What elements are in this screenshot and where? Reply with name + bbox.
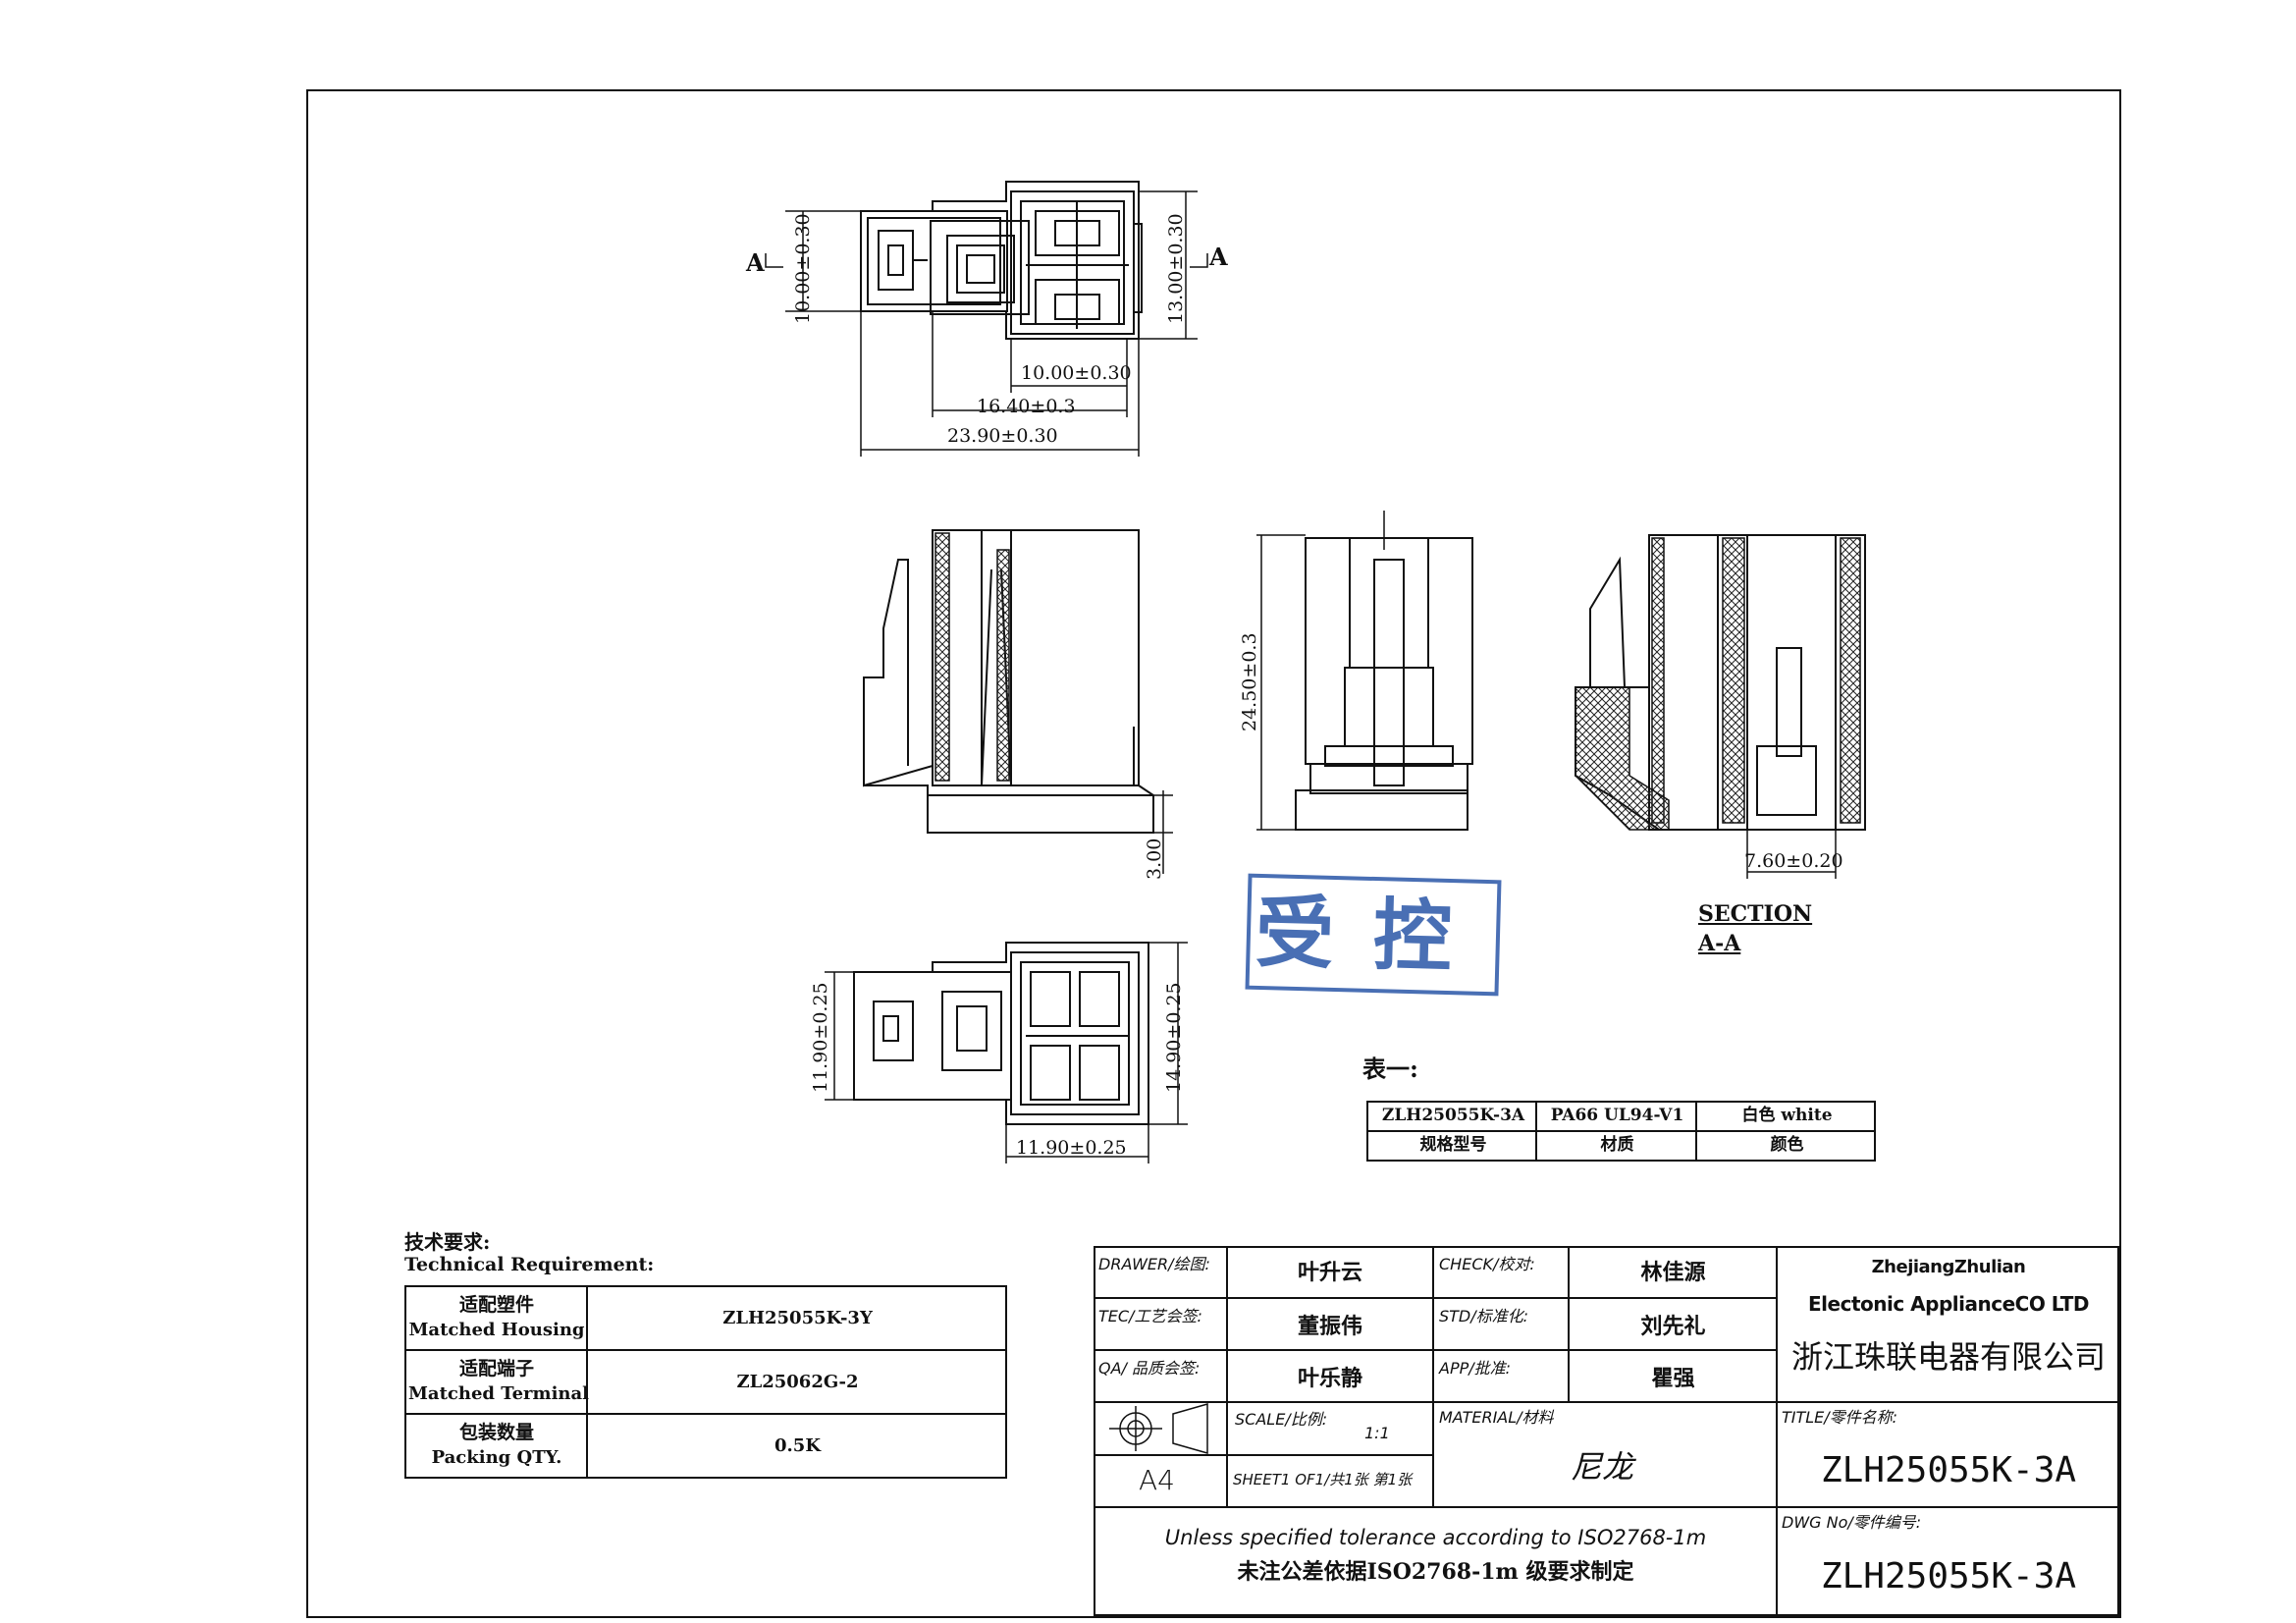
tech-req-value: 0.5K — [774, 1435, 821, 1456]
table-one-part-header: 规格型号 — [1419, 1135, 1487, 1155]
dim-23-90: 23.90±0.30 — [947, 425, 1058, 447]
material-label: MATERIAL/材料 — [1439, 1408, 1554, 1427]
dim-10-width: 10.00±0.30 — [1021, 362, 1132, 384]
material-value: 尼龙 — [1571, 1448, 1634, 1486]
sheet-border — [306, 89, 2121, 1618]
tech-req-label-cn: 包装数量 — [458, 1422, 534, 1443]
controlled-stamp: 受控 — [1245, 873, 1502, 997]
dim-7-60: 7.60±0.20 — [1744, 850, 1843, 872]
side-view-dimensions — [1139, 511, 1385, 874]
dwg-value: ZLH25055K-3A — [1820, 1556, 2077, 1596]
tec-label: TEC/工艺会签: — [1098, 1307, 1202, 1325]
tech-req-label-en: Packing QTY. — [431, 1447, 562, 1468]
tech-req-title-en: Technical Requirement: — [404, 1254, 655, 1275]
section-marker-left: A — [746, 248, 765, 277]
table-one-grid — [1366, 1101, 1876, 1162]
tolerance-note-en: Unless specified tolerance according to … — [1164, 1526, 1707, 1549]
dim-13-height: 13.00±0.30 — [1165, 213, 1187, 324]
bottom-view — [853, 942, 1149, 1125]
check-label: CHECK/校对: — [1439, 1255, 1535, 1273]
title-label: TITLE/零件名称: — [1782, 1408, 1898, 1427]
tech-req-label-en: Matched Housing — [408, 1320, 585, 1340]
dim-16-40: 16.40±0.3 — [977, 396, 1076, 417]
projection-symbol — [1109, 1403, 1208, 1454]
bottom-view-dimensions — [825, 942, 1188, 1163]
scale-label: SCALE/比例: — [1235, 1410, 1328, 1429]
top-view — [860, 181, 1143, 340]
table-one-material-header: 材质 — [1600, 1135, 1634, 1155]
company-name-en-2: Electonic ApplianceCO LTD — [1808, 1292, 2089, 1316]
tech-req-label-cn: 适配塑件 — [458, 1294, 534, 1316]
drawer-value: 叶升云 — [1297, 1260, 1362, 1285]
tech-req-label-cn: 适配端子 — [458, 1358, 534, 1380]
tolerance-note-cn: 未注公差依据ISO2768-1m 级要求制定 — [1237, 1559, 1634, 1585]
scale-value: 1:1 — [1364, 1424, 1390, 1442]
qa-label: QA/ 品质会签: — [1098, 1359, 1201, 1378]
sheet-size: A4 — [1139, 1464, 1175, 1496]
tech-req-title-cn: 技术要求: — [404, 1230, 491, 1254]
sheet-label: SHEET1 OF1/共1张 第1张 — [1233, 1471, 1413, 1488]
section-title-line2: A-A — [1698, 931, 1741, 956]
table-one-color: 白色 white — [1741, 1106, 1833, 1125]
tech-req-grid — [404, 1285, 1007, 1479]
dim-14-90-height: 14.90±0.25 — [1163, 982, 1185, 1093]
title-block-grid — [1094, 1246, 2119, 1616]
tech-req-label-en: Matched Terminal — [408, 1383, 589, 1404]
section-title-line1: SECTION — [1698, 901, 1813, 927]
side-view — [1295, 537, 1473, 831]
tech-req-value: ZLH25055K-3Y — [722, 1308, 873, 1328]
app-label: APP/批准: — [1439, 1359, 1512, 1378]
company-name-en-1: ZhejiangZhulian — [1871, 1257, 2026, 1277]
qa-value: 叶乐静 — [1297, 1366, 1362, 1391]
section-view-dimensions — [1746, 830, 1837, 879]
table-one-color-header: 颜色 — [1770, 1135, 1804, 1155]
tec-value: 董振伟 — [1297, 1314, 1362, 1339]
front-view — [863, 529, 1154, 834]
dwg-label: DWG No/零件编号: — [1782, 1513, 1922, 1532]
title-value: ZLH25055K-3A — [1820, 1450, 2077, 1490]
company-name-cn: 浙江珠联电器有限公司 — [1790, 1338, 2106, 1376]
dim-11-90-width: 11.90±0.25 — [1016, 1137, 1127, 1159]
dim-10-height: 10.00±0.30 — [792, 213, 814, 324]
dim-3-00: 3.00 — [1144, 838, 1165, 880]
table-one-material: PA66 UL94-V1 — [1550, 1106, 1684, 1125]
top-view-dimensions — [765, 190, 1208, 457]
dim-24-50: 24.50±0.3 — [1239, 632, 1260, 731]
app-value: 瞿强 — [1651, 1366, 1695, 1391]
drawer-label: DRAWER/绘图: — [1098, 1255, 1210, 1273]
std-value: 刘先礼 — [1640, 1314, 1706, 1339]
table-one-part: ZLH25055K-3A — [1381, 1106, 1525, 1125]
dim-11-90-height: 11.90±0.25 — [810, 982, 831, 1093]
table-one-title: 表一: — [1362, 1055, 1418, 1083]
std-label: STD/标准化: — [1439, 1307, 1529, 1325]
section-marker-right: A — [1209, 243, 1228, 271]
tech-req-value: ZL25062G-2 — [736, 1372, 859, 1392]
check-value: 林佳源 — [1640, 1260, 1706, 1285]
